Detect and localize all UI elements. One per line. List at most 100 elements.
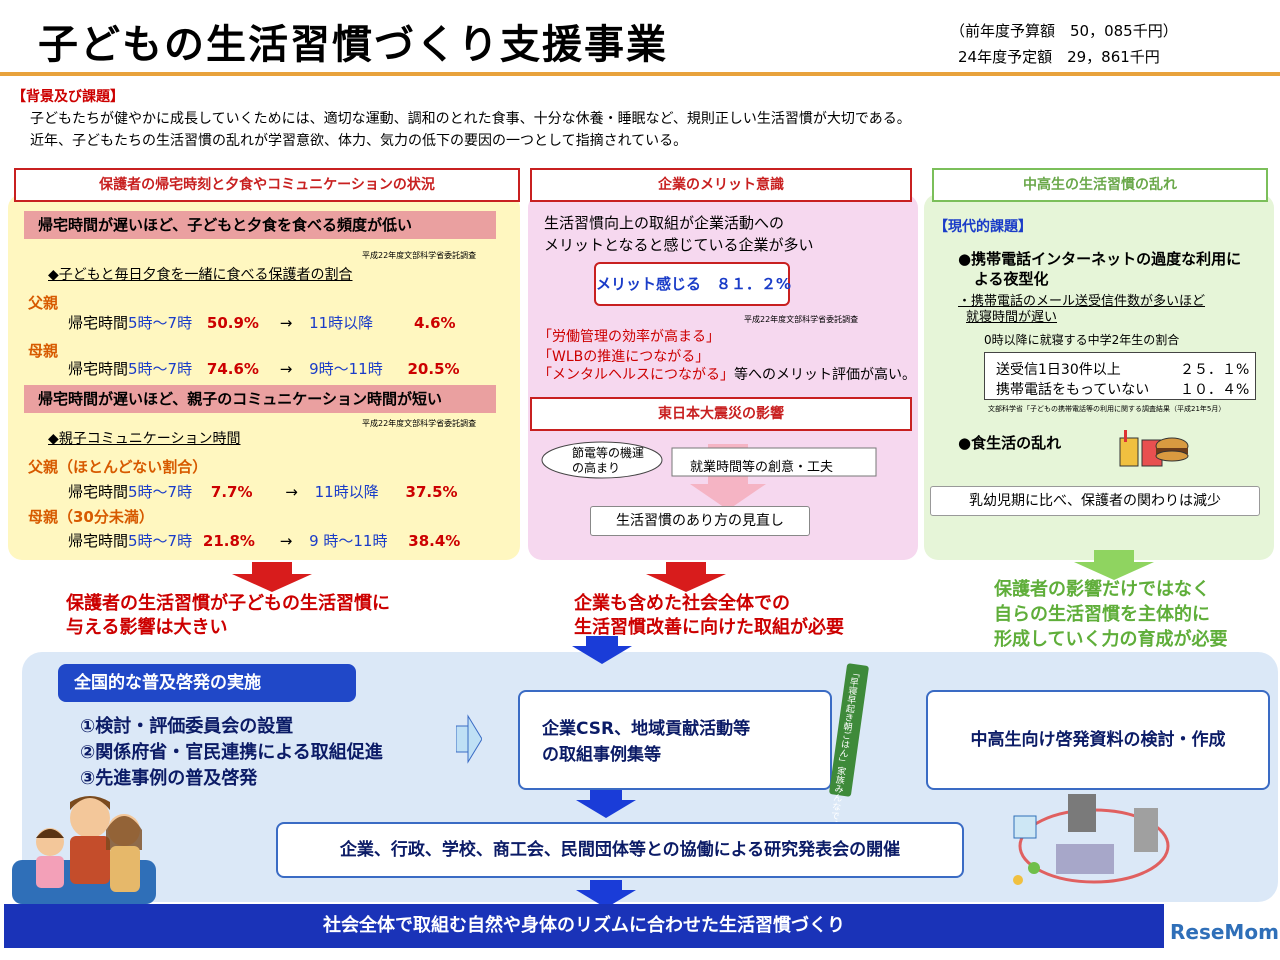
row-time-2: 11時以降 (309, 314, 374, 332)
right-item-1a: ●携帯電話インターネットの過度な利用に (958, 250, 1242, 268)
csr-card: 企業CSR、地域貢献活動等 の取組事例集等 (518, 690, 832, 790)
row-value-1: 50.9% (206, 314, 259, 332)
left-bar-communication: 帰宅時間が遅いほど、親子のコミュニケーション時間が短い (24, 385, 496, 413)
right-conclusion: 保護者の影響だけではなく 自らの生活習慣を主体的に 形成していく力の育成が必要 (994, 577, 1227, 652)
left-conclusion-1: 保護者の生活習慣が子どもの生活習慣に (66, 593, 390, 614)
row-arrow: → (285, 483, 298, 501)
left-mother2-label: 母親（30分未満） (28, 508, 154, 526)
right-header: 中高生の生活習慣の乱れ (932, 168, 1268, 202)
ellipse-text: 節電等の機運 の高まり (572, 446, 644, 476)
background-line-1: 子どもたちが健やかに成長していくためには、適切な運動、調和のとれた食事、十分な休… (30, 111, 911, 127)
left-conclusion: 保護者の生活習慣が子どもの生活習慣に 与える影響は大きい (66, 592, 390, 640)
bottom-item-3: ③先進事例の普及啓発 (80, 768, 258, 789)
middle-conclusion: 企業も含めた社会全体での 生活習慣改善に向けた取組が必要 (574, 592, 844, 640)
bottom-item-1: ①検討・評価委員会の設置 (80, 716, 294, 737)
row-mother-communication: 帰宅時間5時～7時 21.8% → 9 時～11時 38.4% (68, 530, 460, 551)
right-rate-label: 0時以降に就寝する中学2年生の割合 (984, 333, 1180, 347)
review-box: 生活習慣のあり方の見直し (590, 506, 810, 536)
left-note-2: 平成22年度文部科学省委託調査 (362, 419, 477, 428)
ellipse-line-1: 節電等の機運 (572, 446, 645, 460)
row-value-2: 38.4% (408, 532, 461, 550)
right-arrow-icon (456, 714, 482, 764)
row-time-2: 11時以降 (314, 483, 379, 501)
ellipse-line-2: の高まり (572, 461, 621, 475)
community-illustration (1013, 794, 1170, 885)
meeting-card: 企業、行政、学校、商工会、民間団体等との協働による研究発表会の開催 (276, 822, 964, 878)
teen-materials-card: 中高生向け啓発資料の検討・作成 (926, 690, 1270, 790)
row-time-1: 5時～7時 (128, 532, 193, 550)
left-header: 保護者の帰宅時刻と夕食やコミュニケーションの状況 (14, 168, 520, 202)
row-lead: 帰宅時間 (68, 314, 129, 332)
rate-1-label: 送受信1日30件以上 (996, 362, 1121, 378)
right-issue: 【現代的課題】 (934, 219, 1032, 235)
bottom-item-2: ②関係府省・官民連携による取組促進 (80, 742, 383, 763)
budget-next: 24年度予定額 29，861千円 (958, 48, 1160, 66)
blue-arrow-1 (572, 636, 632, 664)
budget-previous: （前年度予算額 50，085千円） (950, 22, 1178, 40)
row-time-2: 9時～11時 (309, 360, 383, 378)
rate-1-value: ２５．１% (1180, 362, 1250, 378)
left-father2-label: 父親（ほとんどない割合） (28, 458, 208, 476)
csr-card-line-1: 企業CSR、地域貢献活動等 (542, 719, 751, 739)
row-value-1: 21.8% (202, 532, 255, 550)
red-arrow-middle (646, 562, 726, 592)
fastfood-icon (1119, 430, 1189, 467)
row-lead: 帰宅時間 (68, 483, 129, 501)
row-father-communication: 帰宅時間5時～7時 7.7% → 11時以降 37.5% (68, 481, 458, 502)
middle-note: 平成22年度文部科学省委託調査 (744, 315, 859, 324)
middle-flow-graphics (541, 441, 877, 510)
row-time-2: 9 時～11時 (309, 532, 388, 550)
row-lead: 帰宅時間 (68, 532, 129, 550)
right-conclusion-2: 自らの生活習慣を主体的に (994, 604, 1210, 625)
middle-quote-3: 「メンタルヘルスにつながる」等へのメリット評価が高い。 (538, 364, 916, 384)
final-banner: 社会全体で取組む自然や身体のリズムに合わせた生活習慣づくり (4, 904, 1164, 948)
background-heading: 【背景及び課題】 (12, 89, 124, 105)
left-father-label: 父親 (28, 294, 59, 312)
blue-arrow-2 (576, 790, 636, 818)
red-arrow-left (232, 562, 312, 592)
row-time-1: 5時～7時 (128, 360, 193, 378)
quote-suffix: 等へのメリット評価が高い。 (734, 367, 916, 383)
row-mother-dinner: 帰宅時間5時～7時 74.6% → 9時～11時 20.5% (68, 358, 460, 379)
row-value-2: 37.5% (405, 483, 458, 501)
left-sub-communication: ◆親子コミュニケーション時間 (48, 431, 241, 447)
merit-box: メリット感じる ８１．２% (594, 262, 791, 306)
bottom-label: 全国的な普及啓発の実施 (58, 664, 356, 702)
left-panel (8, 194, 520, 560)
right-bottom-box: 乳幼児期に比べ、保護者の関わりは減少 (930, 486, 1260, 516)
left-mother-label: 母親 (28, 342, 59, 360)
page-title: 子どもの生活習慣づくり支援事業 (38, 22, 668, 68)
middle-conclusion-1: 企業も含めた社会全体での (574, 593, 790, 614)
flow-arrow-head (690, 484, 766, 510)
row-lead: 帰宅時間 (68, 360, 129, 378)
csr-card-line-2: の取組事例集等 (542, 745, 661, 765)
family-illustration (12, 796, 156, 904)
row-father-dinner: 帰宅時間5時～7時 50.9% → 11時以降 4.6% (68, 312, 456, 333)
right-conclusion-1: 保護者の影響だけではなく (994, 579, 1210, 600)
middle-quote-2: 「WLBの推進につながる」 (538, 349, 710, 365)
middle-header: 企業のメリット意識 (530, 168, 912, 202)
right-note: 文部科学省「子どもの携帯電話等の利用に関する調査結果（平成21年5月） (988, 405, 1226, 413)
middle-quote-1: 「労働管理の効率が高まる」 (538, 329, 720, 345)
rate-2-label: 携帯電話をもっていない (996, 382, 1150, 398)
green-arrow-right (1074, 550, 1154, 580)
bottom-list: ①検討・評価委員会の設置 ②関係府省・官民連携による取組促進 ③先進事例の普及啓… (80, 714, 383, 792)
row-value-1: 74.6% (206, 360, 259, 378)
rate-2-value: １０．４% (1180, 382, 1250, 398)
row-value-2: 20.5% (407, 360, 460, 378)
background-line-2: 近年、子どもたちの生活習慣の乱れが学習意欲、体力、気力の低下の要因の一つとして指… (30, 133, 688, 149)
row-value-1: 7.7% (210, 483, 253, 501)
right-item-2: ●食生活の乱れ (958, 434, 1062, 452)
resemom-logo: ReseMom (1170, 920, 1279, 944)
title-divider (0, 72, 1280, 76)
quote-3-text: 「メンタルヘルスにつながる」 (538, 367, 734, 383)
right-rate-table (984, 352, 1256, 400)
row-arrow: → (279, 314, 293, 332)
row-arrow: → (279, 532, 293, 550)
work-box (671, 447, 877, 477)
right-conclusion-3: 形成していく力の育成が必要 (994, 629, 1228, 650)
middle-header-2: 東日本大震災の影響 (530, 397, 912, 431)
middle-text-2: メリットとなると感じている企業が多い (544, 236, 814, 254)
row-value-2: 4.6% (413, 314, 456, 332)
row-time-1: 5時～7時 (128, 483, 193, 501)
